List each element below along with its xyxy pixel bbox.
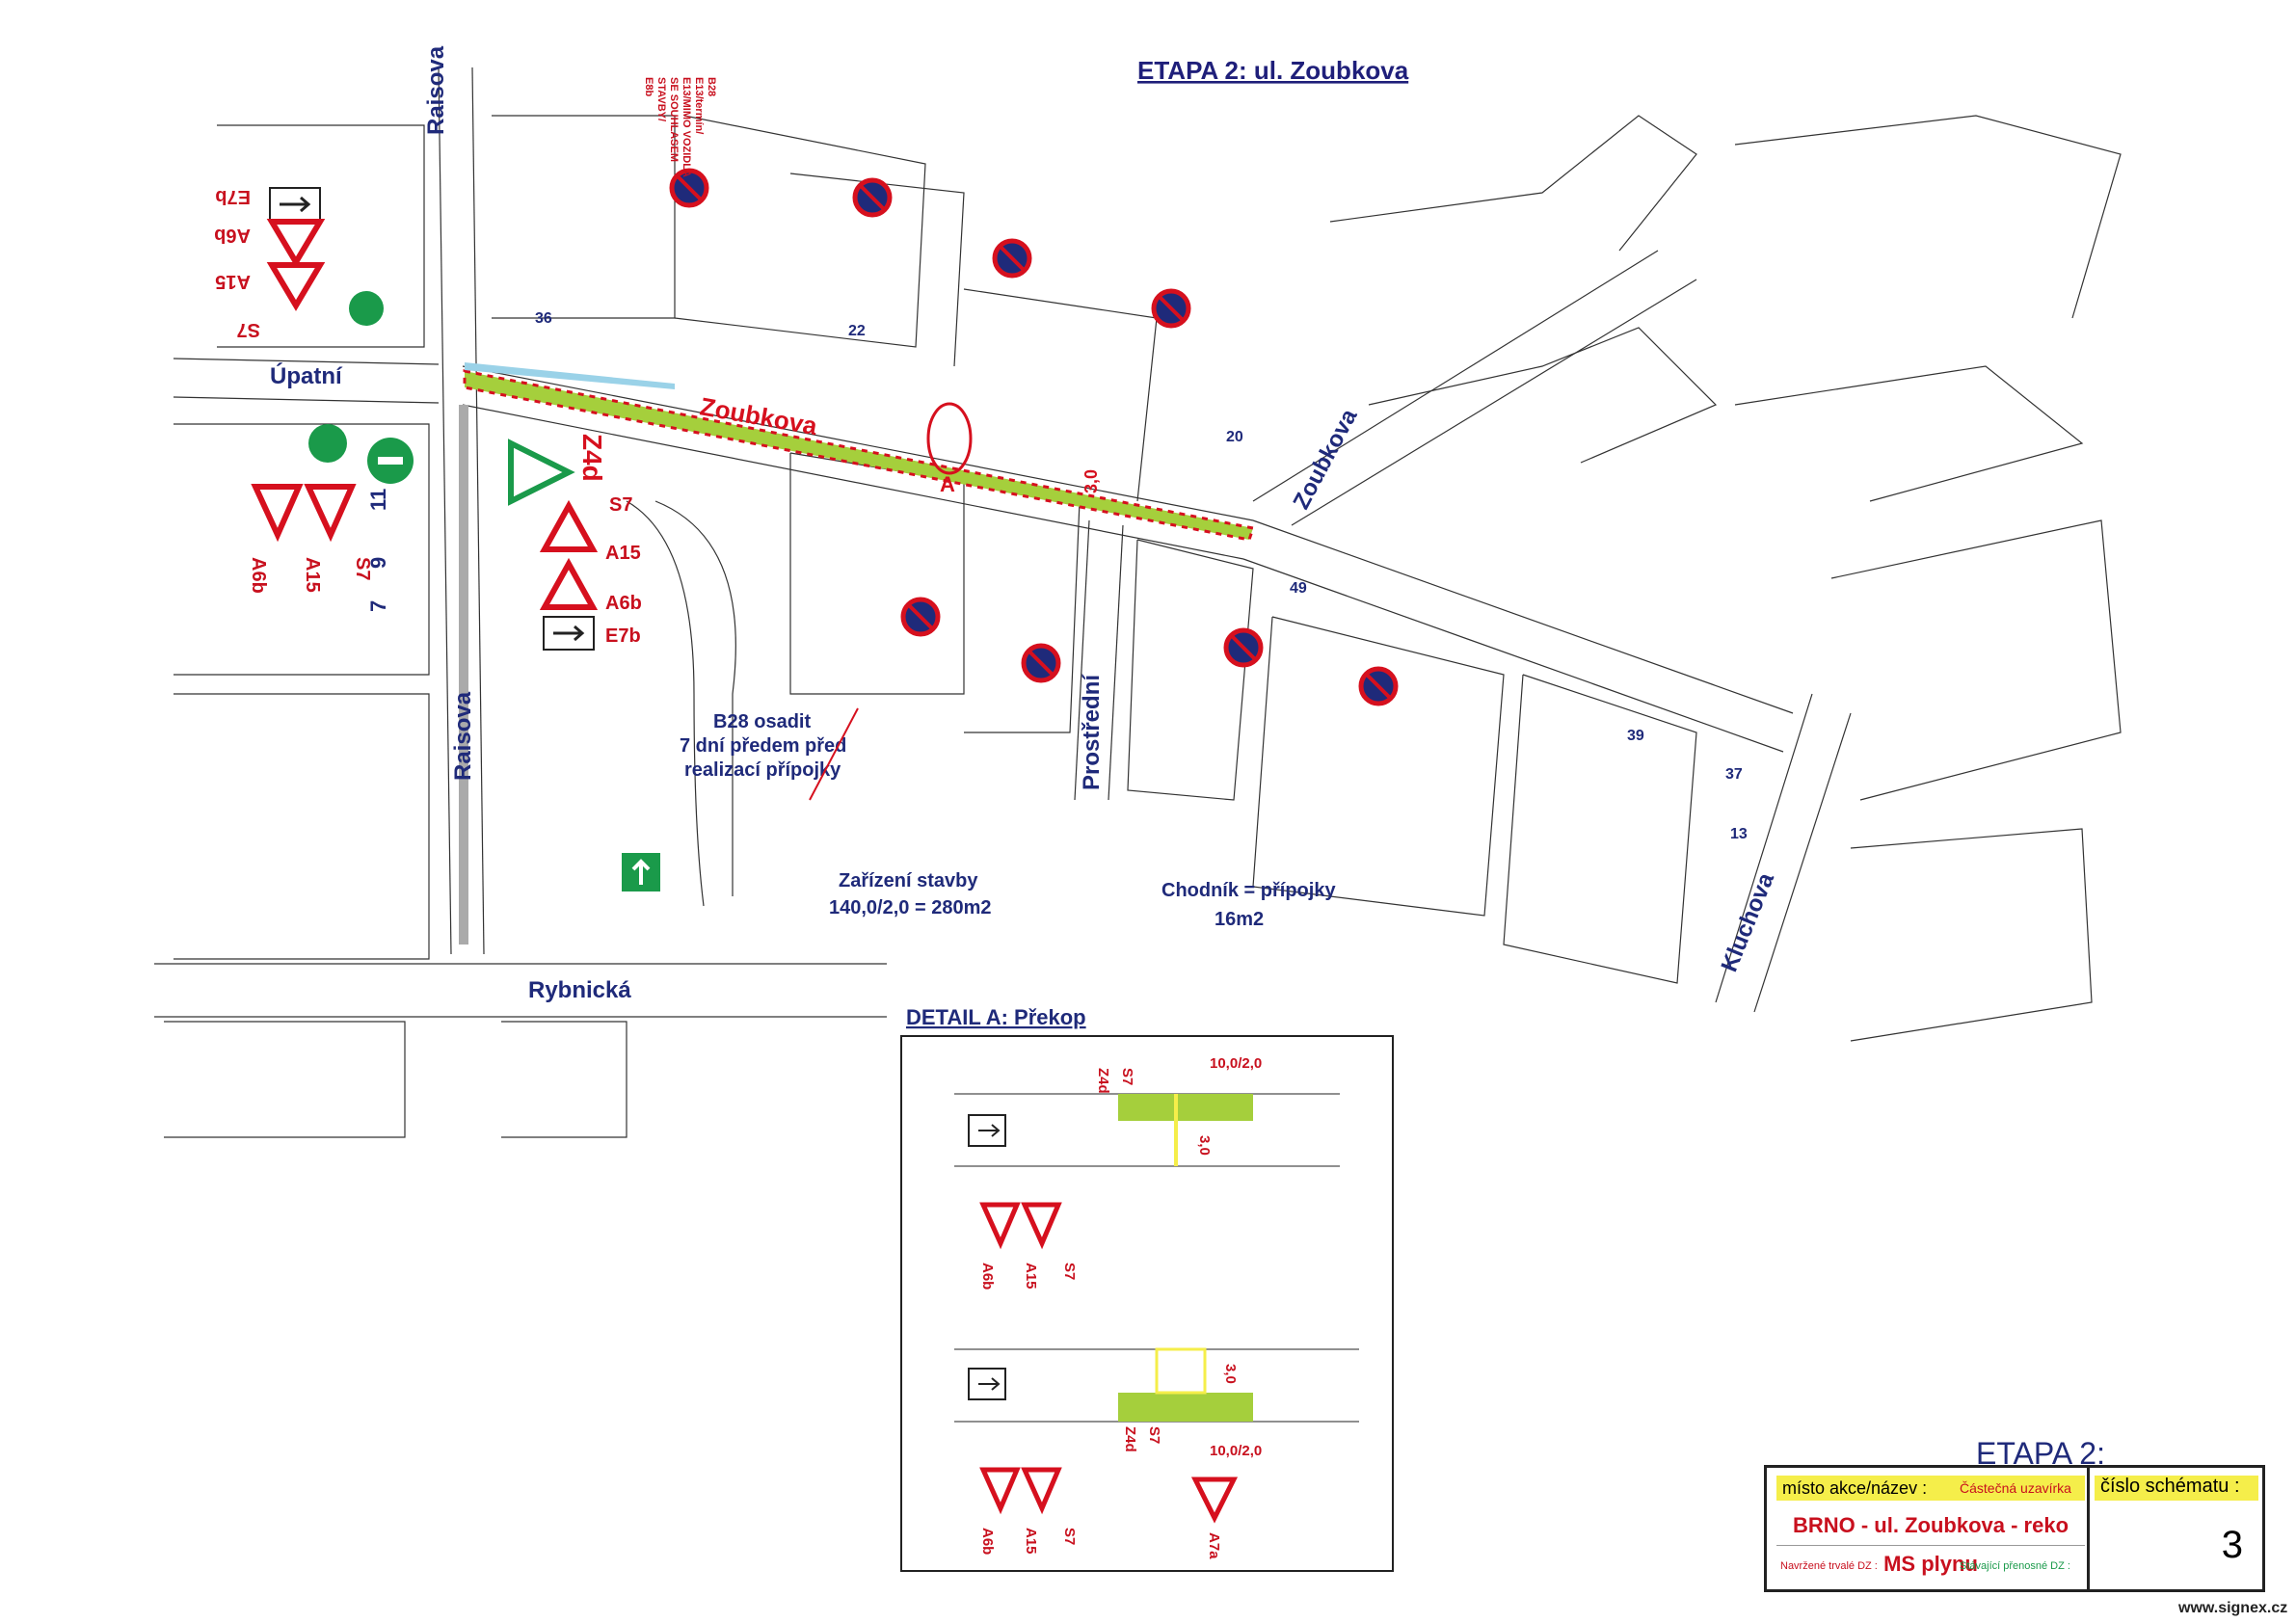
green-arrow-icon — [308, 424, 347, 463]
street-zoubkova-east: Zoubkova — [1288, 404, 1362, 513]
a6b-icon — [251, 484, 304, 543]
stamp-legend-existing: Stávající přenosné DZ : — [1960, 1560, 2070, 1572]
house-number-22: 22 — [848, 323, 866, 339]
detail-code-s7b-top: S7 — [1061, 1263, 1078, 1280]
detail-dim-top: 10,0/2,0 — [1210, 1055, 1262, 1072]
stamp-cislo-label: číslo schématu : — [2095, 1476, 2258, 1501]
house-number-20: 20 — [1226, 429, 1243, 445]
code-a15-left: A15 — [302, 557, 323, 593]
detail-code-a6b-top: A6b — [979, 1263, 996, 1290]
detail-code-s7-top: S7 — [1119, 1068, 1135, 1085]
detail-code-z4d-bottom: Z4d — [1122, 1426, 1138, 1452]
website: www.signex.cz — [2178, 1600, 2288, 1616]
z4d-icon — [508, 439, 575, 506]
b28-line-4: SE SOUHLASEM — [668, 77, 680, 162]
street-rybnicka: Rybnická — [528, 977, 631, 1003]
note-zarizeni-1: Zařízení stavby — [839, 870, 978, 891]
b28-line-1: B28 — [706, 77, 717, 96]
sign-group-raisova-right: Z4d S7 A15 A6b E7b — [508, 434, 642, 651]
stamp-row-place: místo akce/název : Částečná uzavírka — [1776, 1476, 2085, 1501]
notes: B28 osadit 7 dní předem před realizací p… — [680, 707, 1336, 930]
detail-code-a15-bottom: A15 — [1023, 1528, 1039, 1555]
street-raisova-top: Raisova — [423, 45, 449, 135]
detail-dim-top-w: 3,0 — [1196, 1135, 1213, 1156]
b28-text-block: B28 E13/termín/ E13/MIMO VOZIDLA SE SOUH… — [643, 77, 717, 177]
detail-dim-bottom-w: 3,0 — [1222, 1364, 1239, 1384]
house-number-9: 9 — [366, 557, 390, 569]
street-raisova-bottom: Raisova — [450, 691, 476, 781]
detail-dim-bottom: 10,0/2,0 — [1210, 1443, 1262, 1459]
detail-code-a7a-bottom: A7a — [1206, 1532, 1222, 1559]
note-zarizeni-2: 140,0/2,0 = 280m2 — [829, 897, 991, 918]
detail-code-a15-top: A15 — [1023, 1263, 1039, 1290]
house-number-36: 36 — [535, 310, 552, 327]
b28-line-5: STAVBY/ — [655, 77, 667, 121]
b28-line-3: E13/MIMO VOZIDLA — [681, 77, 692, 177]
stamp-divider — [2087, 1468, 2090, 1589]
detail-code-z4d-top: Z4d — [1095, 1068, 1111, 1094]
note-b28-3: realizací přípojky — [684, 759, 841, 781]
page-title: ETAPA 2: ul. Zoubkova — [1137, 56, 1409, 85]
detail-a: DETAIL A: Překop 10,0/2,0 3,0 Z4d S7 A6b… — [900, 1005, 1394, 1572]
street-prostredni: Prostřední — [1079, 674, 1105, 790]
detail-code-a6b-bottom: A6b — [979, 1528, 996, 1555]
stamp-legend-new: Navržené trvalé DZ : — [1780, 1560, 1878, 1572]
stamp-legend: Navržené trvalé DZ : Stávající přenosné … — [1776, 1551, 2085, 1585]
base-map — [154, 67, 2122, 1138]
roundabout-icon — [349, 291, 384, 326]
house-number-11: 11 — [366, 489, 390, 511]
street-upatni: Úpatní — [270, 362, 343, 389]
dim-3-label: 3,0 — [1081, 469, 1101, 493]
detail-a-marker — [926, 402, 973, 475]
house-number-37: 37 — [1725, 766, 1743, 783]
stamp-uzavirka: Částečná uzavírka — [1960, 1480, 2071, 1496]
code-a6b-right: A6b — [605, 593, 642, 614]
detail-a-label: A — [940, 472, 955, 496]
sign-group-upatni: A6b A15 S7 — [248, 424, 414, 594]
house-number-13: 13 — [1730, 826, 1748, 842]
b28-signs — [669, 168, 1399, 706]
code-a15-right: A15 — [605, 543, 641, 564]
house-number-7: 7 — [366, 600, 390, 612]
note-b28-1: B28 osadit — [713, 711, 811, 732]
street-kluchova: Kluchova — [1717, 868, 1780, 975]
a15-icon — [304, 484, 357, 543]
work-zone — [463, 369, 1255, 542]
note-chodnik-1: Chodník = přípojky — [1161, 880, 1336, 901]
detail-code-s7b-bottom: S7 — [1061, 1528, 1078, 1545]
cyan-zone — [465, 362, 675, 389]
code-s7-right: S7 — [609, 494, 632, 516]
code-a6b-left: A6b — [248, 557, 269, 594]
b28-line-6: E8b — [643, 77, 654, 96]
detail-code-s7-bottom: S7 — [1146, 1426, 1162, 1444]
stamp-project: BRNO - ul. Zoubkova - reko MS plynu — [1776, 1506, 2085, 1576]
title-block: místo akce/název : Částečná uzavírka BRN… — [1764, 1465, 2265, 1592]
sign-group-top-left: E7b A6b A15 S7 — [214, 186, 384, 340]
detail-title: DETAIL A: Překop — [906, 1005, 1086, 1029]
note-chodnik-2: 16m2 — [1215, 909, 1264, 930]
stamp-number: 3 — [2221, 1524, 2243, 1566]
a6b-right-icon — [539, 557, 599, 610]
raisova-sidewalk — [459, 405, 468, 945]
house-number-39: 39 — [1627, 728, 1644, 744]
code-a6b: A6b — [214, 225, 251, 246]
b28-line-2: E13/termín/ — [693, 77, 705, 134]
note-b28-2: 7 dní předem před — [680, 735, 846, 757]
code-e7b: E7b — [215, 186, 251, 207]
stamp-misto-label: místo akce/název : — [1782, 1478, 1928, 1498]
arrow-up-icon — [631, 859, 651, 885]
code-e7b-right: E7b — [605, 625, 641, 647]
code-a15: A15 — [215, 271, 251, 292]
code-s7-left: S7 — [352, 557, 373, 580]
a15-right-icon — [539, 499, 599, 552]
code-z4d: Z4d — [577, 434, 607, 482]
house-number-49: 49 — [1290, 580, 1307, 597]
code-s7: S7 — [237, 319, 260, 340]
